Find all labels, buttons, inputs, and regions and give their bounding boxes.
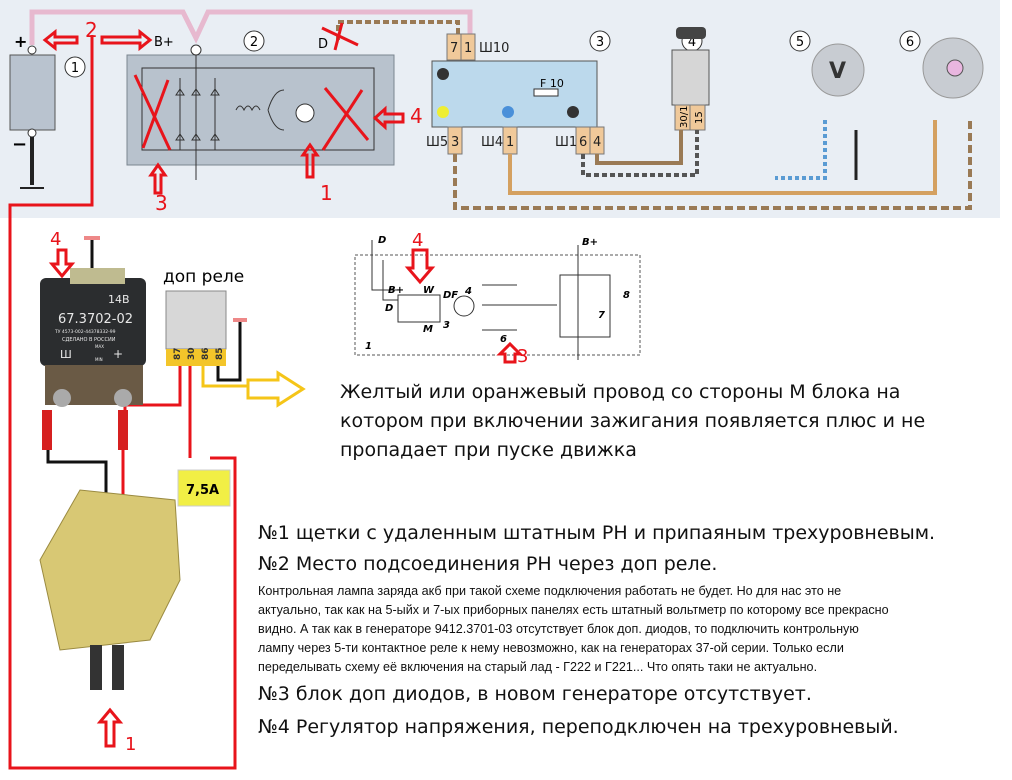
yellow-arrow: [246, 370, 306, 408]
svg-text:14В: 14В: [108, 293, 130, 306]
relay-body: [165, 290, 227, 350]
svg-text:3: 3: [451, 135, 459, 150]
svg-text:4: 4: [410, 104, 423, 128]
note-1: №1 щетки с удаленным штатным РН и припая…: [258, 522, 936, 544]
svg-text:ТУ 4573-002-44378332-99: ТУ 4573-002-44378332-99: [54, 329, 116, 335]
battery: [9, 45, 56, 189]
svg-text:5: 5: [796, 35, 804, 50]
fuse-f10-label: F 10: [540, 77, 564, 90]
mini-marker-3: 3: [517, 346, 528, 367]
svg-text:Ш4: Ш4: [481, 135, 503, 150]
svg-text:D: D: [378, 235, 386, 246]
connector-pins: 7 1 Ш10 3 Ш5 1 Ш4 6 4 Ш1: [426, 33, 605, 155]
yellow-wire-note-line-1: Желтый или оранжевый провод со стороны М…: [340, 381, 901, 403]
paragraph-line-3: видно. А так как в генераторе 9412.3701-…: [258, 622, 859, 636]
svg-text:30: 30: [187, 347, 197, 360]
svg-text:M: M: [423, 324, 433, 335]
component-numbers: 1 2 3 4 5 6: [64, 30, 921, 78]
harness-wires: [453, 120, 972, 210]
ignition-pin-15: 15: [694, 111, 705, 124]
svg-text:1: 1: [506, 135, 514, 150]
svg-text:B+: B+: [388, 285, 404, 296]
svg-text:67.3702-02: 67.3702-02: [58, 312, 133, 327]
svg-text:7: 7: [598, 310, 605, 321]
voltage-regulator: [40, 268, 146, 450]
svg-text:4: 4: [593, 135, 601, 150]
fuse-rating: 7,5A: [186, 483, 219, 498]
b-plus-label: B+: [154, 35, 174, 50]
generator-box: [126, 54, 395, 166]
battery-minus-label: −: [12, 134, 27, 155]
relay-pins: 87 30 86 85: [166, 347, 226, 366]
b-plus-wire: [29, 9, 473, 45]
marker-4-arrow: [48, 248, 76, 279]
svg-text:2: 2: [85, 18, 98, 42]
note-2: №2 Место подсоединения РН через доп реле…: [258, 553, 718, 575]
svg-text:Ш10: Ш10: [479, 41, 509, 56]
red-arrows: [42, 28, 405, 195]
ignition-pin-30-1: 30/1: [679, 106, 690, 128]
generator-circuit: [141, 67, 375, 151]
svg-text:1: 1: [365, 341, 372, 352]
svg-text:3: 3: [443, 320, 450, 331]
ignition-switch: [671, 49, 710, 106]
svg-text:87: 87: [173, 347, 183, 360]
svg-text:1: 1: [464, 41, 472, 56]
d-wire: [336, 20, 460, 40]
marker-1-arrow: [96, 707, 124, 748]
svg-text:6: 6: [500, 334, 507, 345]
voltmeter: [811, 43, 865, 97]
mini-marker-4: 4: [412, 230, 423, 251]
svg-text:DF: DF: [443, 290, 458, 301]
note-3: №3 блок доп диодов, в новом генераторе о…: [258, 683, 812, 705]
svg-text:MIN: MIN: [95, 357, 103, 362]
svg-text:СДЕЛАНО В РОССИИ: СДЕЛАНО В РОССИИ: [62, 337, 116, 343]
paragraph-line-1: Контрольная лампа заряда акб при такой с…: [258, 584, 842, 598]
brush-marker: 1: [125, 734, 136, 755]
svg-text:Ш5: Ш5: [426, 135, 448, 150]
svg-text:2: 2: [250, 35, 258, 50]
svg-text:W: W: [423, 285, 435, 296]
red-markers: 2 3 1 4: [85, 18, 423, 215]
fuse-7-5a: [177, 469, 231, 507]
svg-text:4: 4: [464, 286, 472, 297]
mini-schematic: D B+ B+ W DF D M 1 3 4 6 7 8: [354, 235, 641, 360]
svg-text:3: 3: [155, 191, 168, 215]
brush-holder: [39, 489, 181, 651]
svg-text:85: 85: [215, 347, 225, 360]
svg-text:1: 1: [320, 181, 333, 205]
svg-text:Ш1: Ш1: [555, 135, 577, 150]
regulator-marker: 4: [50, 229, 61, 250]
svg-text:B+: B+: [582, 237, 598, 248]
svg-text:4: 4: [688, 35, 696, 50]
ignition-key: [676, 27, 706, 39]
yellow-wire-note-line-3: пропадает при пуске движка: [340, 439, 637, 461]
battery-plus-label: +: [14, 32, 27, 51]
svg-text:8: 8: [623, 290, 630, 301]
voltmeter-label: V: [829, 59, 846, 84]
regulator-labels: 14В 67.3702-02 ТУ 4573-002-44378332-99 С…: [54, 293, 133, 362]
fuse-f10: [533, 88, 559, 97]
svg-text:7: 7: [450, 41, 458, 56]
cross-marks: [133, 22, 370, 151]
svg-text:6: 6: [579, 135, 587, 150]
svg-text:D: D: [385, 303, 393, 314]
svg-text:3: 3: [596, 35, 604, 50]
svg-text:+: +: [113, 347, 123, 361]
paragraph-line-2: актуально, так как на 5-ыйх и 7-ых прибо…: [258, 603, 889, 617]
svg-text:MAX: MAX: [95, 344, 104, 349]
svg-text:1: 1: [71, 61, 79, 76]
d-terminal-label: D: [318, 37, 328, 52]
svg-text:6: 6: [906, 35, 914, 50]
relay-title: доп реле: [163, 267, 244, 287]
yellow-wire-note-line-2: котором при включении зажигания появляет…: [340, 410, 926, 432]
rectifier-diodes: [175, 50, 315, 180]
note-4: №4 Регулятор напряжения, переподключен н…: [258, 716, 899, 738]
paragraph-line-5: переделывать схему её включения на стары…: [258, 660, 818, 674]
svg-text:Ш: Ш: [60, 348, 72, 361]
paragraph-line-4: лампу через 5-ти контактное реле к нему …: [258, 641, 844, 655]
svg-text:86: 86: [201, 347, 211, 360]
